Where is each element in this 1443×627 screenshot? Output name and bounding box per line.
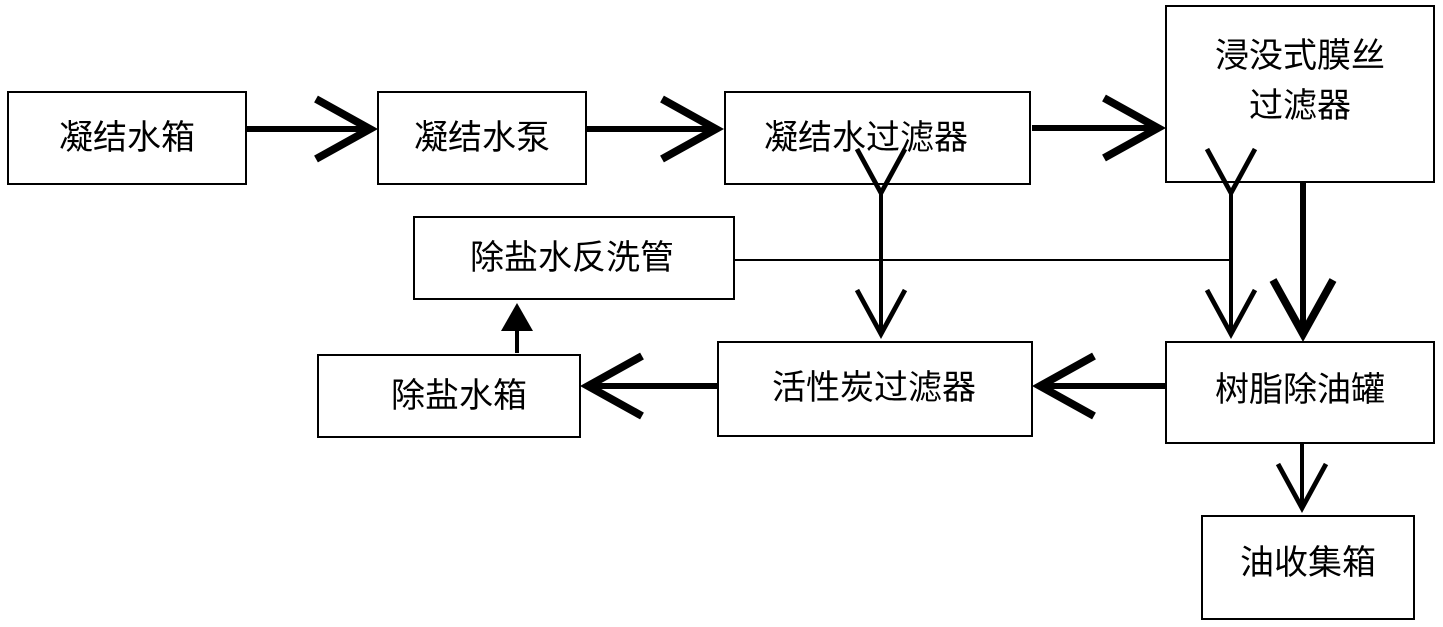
desalted-water-tank-label: 除盐水箱	[391, 376, 527, 416]
oil-collection-tank-box: 油收集箱	[1201, 515, 1415, 620]
submerged-membrane-filter-label-line1: 浸没式膜丝	[1215, 36, 1385, 76]
activated-carbon-filter-label: 活性炭过滤器	[772, 368, 976, 408]
resin-deoiling-tank-label: 树脂除油罐	[1215, 370, 1385, 410]
condensate-tank-label: 凝结水箱	[59, 118, 195, 158]
oil-collection-tank-label: 油收集箱	[1240, 543, 1376, 583]
submerged-membrane-filter-box: 浸没式膜丝 过滤器	[1165, 5, 1435, 183]
condensate-filter-box: 凝结水过滤器	[724, 91, 1031, 185]
desalted-backwash-pipe-box: 除盐水反洗管	[413, 216, 735, 300]
condensate-tank-box: 凝结水箱	[7, 91, 247, 185]
desalted-backwash-pipe-label: 除盐水反洗管	[470, 238, 674, 278]
condensate-filter-label: 凝结水过滤器	[764, 118, 968, 158]
condensate-pump-box: 凝结水泵	[377, 91, 587, 185]
desalted-water-tank-box: 除盐水箱	[317, 354, 581, 438]
resin-deoiling-tank-box: 树脂除油罐	[1165, 341, 1435, 444]
activated-carbon-filter-box: 活性炭过滤器	[717, 341, 1033, 437]
condensate-pump-label: 凝结水泵	[414, 118, 550, 158]
submerged-membrane-filter-label-line2: 过滤器	[1249, 86, 1351, 126]
